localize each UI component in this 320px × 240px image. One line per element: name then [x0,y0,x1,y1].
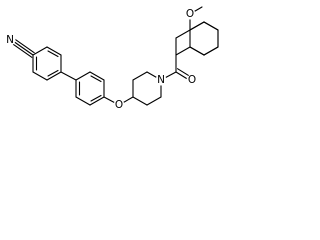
atom-methoxy-o: O [184,8,196,20]
nitrile-bond [11,38,35,58]
benzonitrile-ring [32,46,62,81]
phenylene-ring [75,71,105,106]
atom-label-methoxy-o: O [186,8,194,20]
atom-label-piperidine-n: N [157,74,165,86]
atom-nitrile-n: N [4,34,16,46]
atom-carbonyl-o: O [186,74,198,86]
biaryl-bond [60,71,77,81]
atom-label-carbonyl-o: O [188,74,196,86]
atom-label-ether-o: O [115,99,123,111]
atom-piperidine-n: N [155,74,167,86]
molecule-structure: N O N O O [4,6,219,111]
atom-label-nitrile-n: N [6,34,14,46]
methoxyphenyl-ring-6 [189,21,219,56]
atom-ether-o: O [113,99,125,111]
